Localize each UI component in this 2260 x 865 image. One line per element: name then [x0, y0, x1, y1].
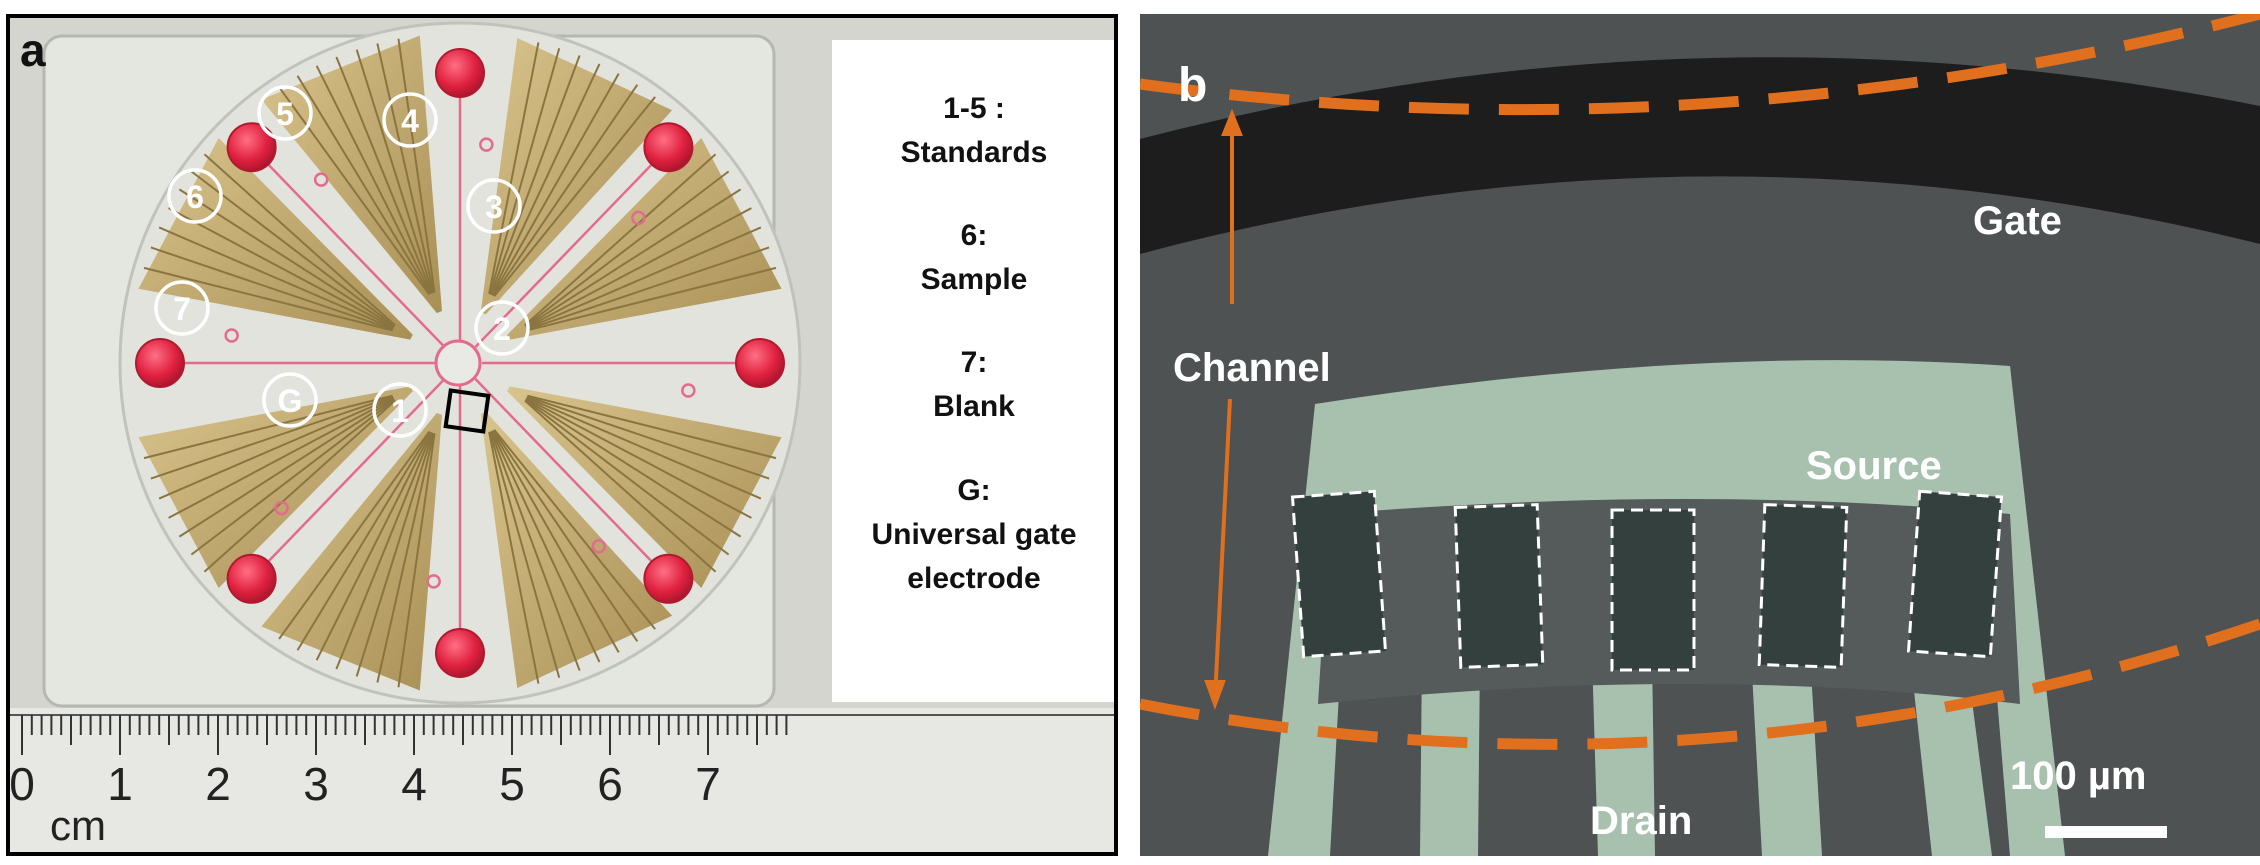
panel-letter-a: a [20, 24, 46, 76]
microchannels [160, 73, 760, 653]
legend-sample-num: 6: [960, 219, 988, 252]
red-reservoir [226, 553, 277, 604]
ruler-number: 7 [695, 758, 721, 810]
red-reservoir [643, 122, 694, 173]
electrode-label-7: 7 [154, 280, 210, 336]
channel-box [1757, 503, 1849, 669]
electrode-fan [138, 137, 413, 340]
red-reservoir [643, 553, 694, 604]
svg-text:2: 2 [493, 311, 511, 347]
label-scale: 100 µm [2010, 754, 2147, 798]
channel-arrow [1204, 108, 1243, 710]
electrode-label-2: 2 [474, 300, 530, 356]
red-reservoir [135, 338, 185, 388]
legend-box: 1-5 : Standards 6: Sample 7: Blank G: Un… [832, 40, 1114, 702]
electrode-labels: 1 2 3 4 5 6 7G [154, 85, 530, 438]
red-reservoir [226, 122, 277, 173]
zoom-region-marker [443, 388, 491, 434]
electrode-fan [480, 411, 673, 688]
red-reservoir [735, 338, 785, 388]
ruler-number: 1 [107, 758, 133, 810]
electrode-label-5: 5 [257, 85, 313, 141]
svg-text:1: 1 [391, 393, 409, 429]
label-drain: Drain [1590, 799, 1693, 843]
electrode-label-4: 4 [382, 92, 438, 148]
central-outlet [434, 339, 482, 387]
legend-blank: Blank [933, 390, 1015, 423]
ruler-ticks [21, 715, 788, 755]
red-reservoir [435, 628, 485, 678]
channel-box [1610, 508, 1696, 672]
legend-gate-line2: electrode [907, 562, 1041, 595]
outer-dashed-arc [1140, 14, 2260, 116]
legend-blank-num: 7: [960, 346, 988, 379]
legend-gate-line1: Universal gate [871, 518, 1077, 551]
channel-box [1906, 489, 2004, 659]
gold-electrode-fans [138, 35, 782, 691]
electrode-label-1: 1 [372, 382, 428, 438]
sample-reservoirs [135, 48, 785, 678]
ruler-number: 3 [303, 758, 329, 810]
svg-text:G: G [278, 383, 303, 419]
electrode-fan [480, 38, 673, 315]
svg-text:4: 4 [401, 103, 419, 139]
micrograph [1140, 14, 2260, 856]
electrode-fan [507, 386, 782, 589]
panel-b-micrograph: b Gate Channel Source Drain 100 µm [1140, 14, 2260, 856]
ruler-number: 0 [10, 758, 35, 810]
ruler-number: 6 [597, 758, 623, 810]
svg-text:6: 6 [186, 179, 204, 215]
legend-sample: Sample [920, 263, 1028, 296]
svg-text:7: 7 [173, 291, 191, 327]
electrode-fan [138, 386, 413, 589]
panel-letter-b: b [1178, 59, 1208, 112]
electrode-fan [261, 35, 442, 314]
label-source: Source [1806, 444, 1942, 488]
channel-box [1290, 489, 1388, 659]
svg-text:5: 5 [276, 96, 294, 132]
ruler-number: 2 [205, 758, 231, 810]
svg-text:3: 3 [485, 189, 503, 225]
legend-gate-key: G: [957, 474, 991, 507]
red-reservoir [435, 48, 485, 98]
ruler-number: 5 [499, 758, 525, 810]
ruler-numbers: 0 1 2 3 4 5 6 7 [10, 758, 721, 810]
electrode-label-g: G [262, 372, 318, 428]
electrode-fan [261, 412, 442, 691]
electrode-label-3: 3 [466, 178, 522, 234]
electrode-label-6: 6 [167, 168, 223, 224]
legend-standards-range: 1-5 : [943, 92, 1005, 125]
label-channel: Channel [1173, 346, 1331, 390]
inner-dashed-arc [1140, 618, 2260, 750]
ruler-unit: cm [50, 802, 106, 849]
electrode-fan [507, 137, 782, 340]
legend-standards: Standards [900, 136, 1048, 169]
label-gate: Gate [1973, 199, 2062, 243]
ruler-number: 4 [401, 758, 427, 810]
scale-bar [2045, 826, 2167, 838]
channel-box [1453, 503, 1545, 669]
channel-boxes [1290, 489, 2004, 672]
